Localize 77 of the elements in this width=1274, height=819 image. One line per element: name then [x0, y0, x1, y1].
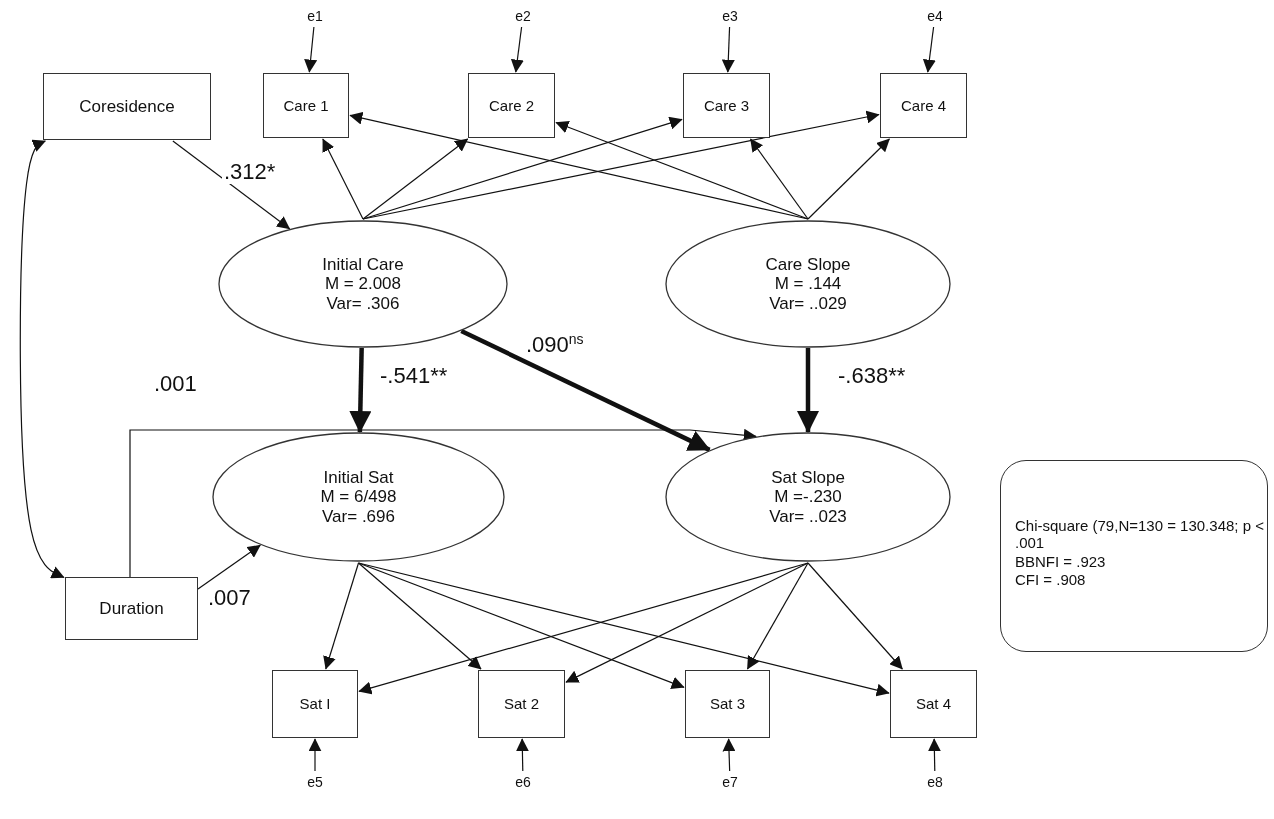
node-statistic: Var= ..023	[769, 506, 847, 527]
arrow	[129, 428, 757, 578]
arrow	[721, 26, 735, 73]
node-label: Initial Care	[322, 254, 404, 275]
arrow	[510, 26, 524, 73]
thick-arrow	[349, 347, 372, 434]
node-statistic: Var= .306	[326, 293, 400, 314]
node-label: Sat I	[299, 695, 331, 713]
arrow	[357, 562, 890, 697]
arrow	[807, 138, 890, 220]
node-statistic: M = 6/498	[320, 487, 397, 507]
node-statistic: M = .144	[774, 274, 842, 294]
fit-statistics-panel	[1000, 460, 1268, 652]
error-term-label: e1	[301, 6, 329, 26]
arrow	[515, 738, 529, 772]
arrow	[555, 120, 809, 220]
error-term-label: e7	[716, 772, 744, 792]
node-label: Sat 4	[916, 695, 951, 713]
thick-arrow	[797, 348, 819, 434]
node-label: Sat Slope	[771, 467, 845, 488]
arrow	[362, 138, 469, 220]
arrow	[323, 562, 360, 670]
latent-variable-ellipse	[212, 432, 505, 562]
observed-variable-box	[272, 670, 358, 738]
observed-variable-box	[685, 670, 770, 738]
node-statistic: M = 2.008	[324, 274, 402, 294]
observed-variable-box	[43, 73, 211, 140]
arrow	[927, 738, 941, 772]
observed-variable-box	[683, 73, 770, 138]
error-term-label: e8	[921, 772, 949, 792]
node-label: Duration	[99, 598, 164, 619]
arrow	[922, 26, 936, 73]
node-statistic: Var= ..029	[769, 293, 847, 314]
error-term-label: e3	[716, 6, 744, 26]
arrow	[362, 110, 880, 220]
observed-variable-box	[478, 670, 565, 738]
arrow	[749, 138, 809, 220]
arrow	[807, 562, 903, 670]
observed-variable-box	[468, 73, 555, 138]
latent-variable-ellipse	[665, 432, 951, 562]
error-term-label: e2	[509, 6, 537, 26]
latent-variable-ellipse	[665, 220, 951, 348]
fit-statistic: CFI = .908	[1015, 570, 1086, 588]
node-label: Sat 2	[504, 695, 539, 713]
observed-variable-box	[263, 73, 349, 138]
arrow	[304, 26, 318, 73]
node-label: Care 3	[704, 96, 749, 115]
node-label: Care 1	[283, 96, 329, 115]
latent-variable-ellipse	[218, 220, 508, 348]
double-headed-arrow	[19, 139, 65, 579]
node-label: Care Slope	[765, 254, 851, 275]
observed-variable-box	[880, 73, 967, 138]
arrow	[308, 738, 322, 772]
arrow	[322, 138, 364, 220]
arrow	[349, 111, 809, 220]
observed-variable-box	[890, 670, 977, 738]
fit-statistic: Chi-square (79,N=130 = 130.348; p < .001	[1015, 517, 1265, 552]
arrow	[358, 562, 809, 695]
thick-arrow	[460, 329, 711, 452]
node-label: Coresidence	[79, 96, 175, 117]
error-term-label: e5	[301, 772, 329, 792]
error-term-label: e6	[509, 772, 537, 792]
arrow	[197, 544, 261, 590]
arrow	[357, 562, 482, 670]
node-label: Initial Sat	[323, 467, 394, 488]
node-statistic: Var= .696	[322, 506, 395, 527]
arrow	[722, 738, 736, 772]
node-label: Sat 3	[710, 695, 745, 713]
node-statistic: M =-.230	[774, 487, 842, 507]
arrow	[565, 562, 809, 683]
node-label: Care 4	[901, 96, 946, 115]
arrow	[172, 140, 291, 230]
node-label: Care 2	[489, 96, 534, 115]
arrow	[746, 562, 809, 670]
fit-statistic: BBNFI = .923	[1015, 552, 1106, 570]
error-term-label: e4	[921, 6, 949, 26]
observed-variable-box	[65, 577, 198, 640]
